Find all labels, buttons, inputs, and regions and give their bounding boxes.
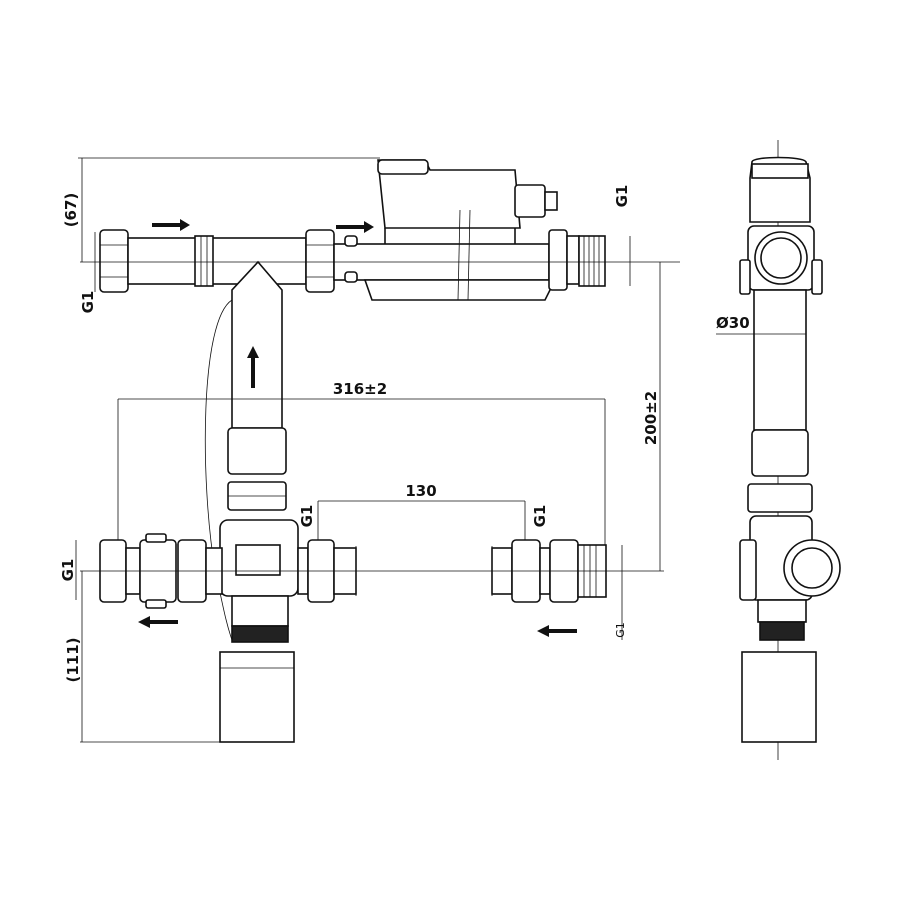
- flow-arrow-left-icon: [138, 616, 178, 628]
- dim-pipe-diameter: Ø30: [716, 314, 750, 332]
- dimension-lines: (67) G1 316±2 130 200±2 G1 G1 G1 G1 G1: [59, 157, 661, 743]
- vertical-pipe: [204, 260, 287, 641]
- dim-width-total: 316±2: [333, 380, 387, 398]
- thread-bottom-right: G1: [614, 622, 627, 638]
- side-view: Ø30: [716, 140, 841, 760]
- thread-mid-left: G1: [59, 559, 77, 582]
- thread-top-left: G1: [79, 291, 97, 314]
- thread-mid-center-left: G1: [298, 505, 316, 528]
- dim-height-pipe: 200±2: [642, 391, 660, 445]
- flow-arrow-left-icon: [537, 625, 577, 637]
- dim-width-inner: 130: [405, 482, 436, 500]
- mixing-valve: [219, 519, 299, 743]
- flow-arrow-up-icon: [247, 346, 259, 388]
- thread-mid-center-right: G1: [531, 505, 549, 528]
- front-view: [80, 159, 680, 743]
- flow-arrow-right-icon: [152, 219, 190, 231]
- dim-top-height: (67): [62, 193, 80, 228]
- flow-arrow-right-icon: [336, 221, 374, 233]
- dim-bottom-height: (111): [64, 637, 82, 682]
- flow-arrows: [138, 219, 577, 637]
- thread-top-right: G1: [613, 185, 631, 208]
- top-pipe-assembly: [99, 229, 606, 301]
- meter-head: [377, 159, 558, 301]
